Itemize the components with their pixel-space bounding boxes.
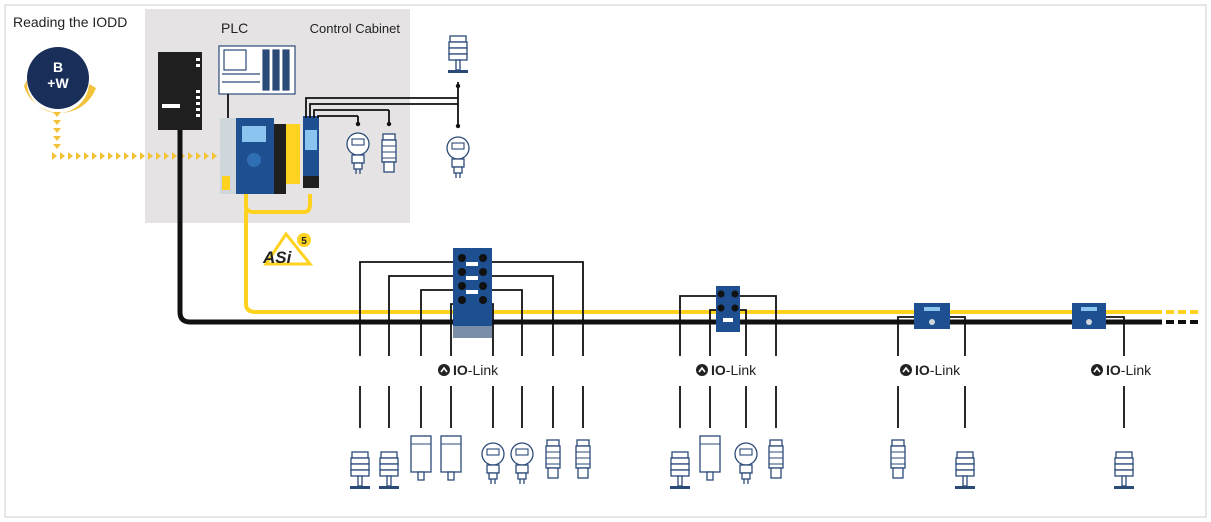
- iolink-link-text: -Link: [468, 362, 499, 378]
- iolink-io-text: IO: [711, 362, 726, 378]
- svg-text:IO-Link: IO-Link: [453, 362, 499, 378]
- logo-text-top: B: [53, 59, 63, 75]
- tower-sensor: [669, 451, 691, 490]
- tower-sensor: [378, 451, 400, 490]
- iolink-link-text: -Link: [930, 362, 961, 378]
- plc-rack: [218, 45, 296, 95]
- cabinet-iolink-master: [303, 116, 319, 188]
- iolink-label-2: IO-Link: [695, 362, 757, 378]
- compact-module-3: [914, 303, 950, 329]
- field-module-2-wiring: [679, 295, 777, 356]
- sensor-drop-lines: [359, 386, 1125, 428]
- compact-module-4: [1072, 303, 1106, 329]
- iolink-io-text: IO: [1106, 362, 1121, 378]
- pressure-sensor: [734, 442, 758, 485]
- tower-sensor: [1113, 451, 1135, 490]
- compact-module-3-wiring: [897, 316, 966, 356]
- power-supply: [158, 52, 202, 130]
- tower-sensor: [349, 451, 371, 490]
- asi-cable: [244, 210, 1162, 314]
- tower-sensor: [954, 451, 976, 490]
- iolink-icon: [695, 363, 709, 377]
- iolink-label-4: IO-Link: [1090, 362, 1152, 378]
- optical-sensor: [699, 435, 721, 481]
- cabinet-wiring: [227, 82, 459, 126]
- iolink-icon: [437, 363, 451, 377]
- iolink-link-text: -Link: [1121, 362, 1152, 378]
- main-bus-line: [177, 130, 1162, 325]
- tower-sensor-top: [447, 35, 469, 74]
- main-bus-continuation: [1166, 320, 1198, 324]
- asi-loop: [244, 194, 312, 214]
- logo-text-bottom: +W: [47, 75, 69, 91]
- iolink-io-text: IO: [453, 362, 468, 378]
- asi-version: 5: [301, 236, 307, 247]
- asi-label: ASi: [262, 248, 293, 267]
- svg-text:IO-Link: IO-Link: [711, 362, 757, 378]
- compact-module-4-wiring: [1105, 316, 1125, 356]
- plc-label: PLC: [221, 20, 248, 36]
- field-module-2: [716, 286, 740, 332]
- iolink-icon: [899, 363, 913, 377]
- svg-text:IO-Link: IO-Link: [915, 362, 961, 378]
- cabinet-cylinder-sensor: [381, 133, 397, 173]
- optical-sensor: [410, 435, 432, 481]
- iolink-link-text: -Link: [726, 362, 757, 378]
- optical-sensor: [440, 435, 462, 481]
- svg-text:IO-Link: IO-Link: [1106, 362, 1152, 378]
- field-module-1-wiring: [359, 261, 584, 356]
- diagram-frame: [4, 4, 1207, 518]
- iolink-io-text: IO: [915, 362, 930, 378]
- cylinder-sensor: [545, 439, 561, 479]
- iolink-icon: [1090, 363, 1104, 377]
- bw-logo: B +W: [24, 47, 96, 114]
- pressure-sensor: [510, 442, 534, 485]
- asi-cable-continuation: [1166, 310, 1198, 314]
- iodd-arrow-path: [52, 112, 217, 160]
- control-cabinet-label: Control Cabinet: [310, 21, 401, 36]
- cylinder-sensor: [768, 439, 784, 479]
- cylinder-sensor: [575, 439, 591, 479]
- asi-gateway: [220, 118, 300, 194]
- field-module-1: [453, 248, 492, 338]
- title: Reading the IODD: [13, 14, 127, 30]
- asi5-logo: 5 ASi: [262, 231, 314, 267]
- cylinder-sensor: [890, 439, 906, 479]
- pressure-sensor: [481, 442, 505, 485]
- iolink-label-3: IO-Link: [899, 362, 961, 378]
- pressure-sensor-outside-cabinet: [446, 136, 470, 179]
- iolink-label-1: IO-Link: [437, 362, 499, 378]
